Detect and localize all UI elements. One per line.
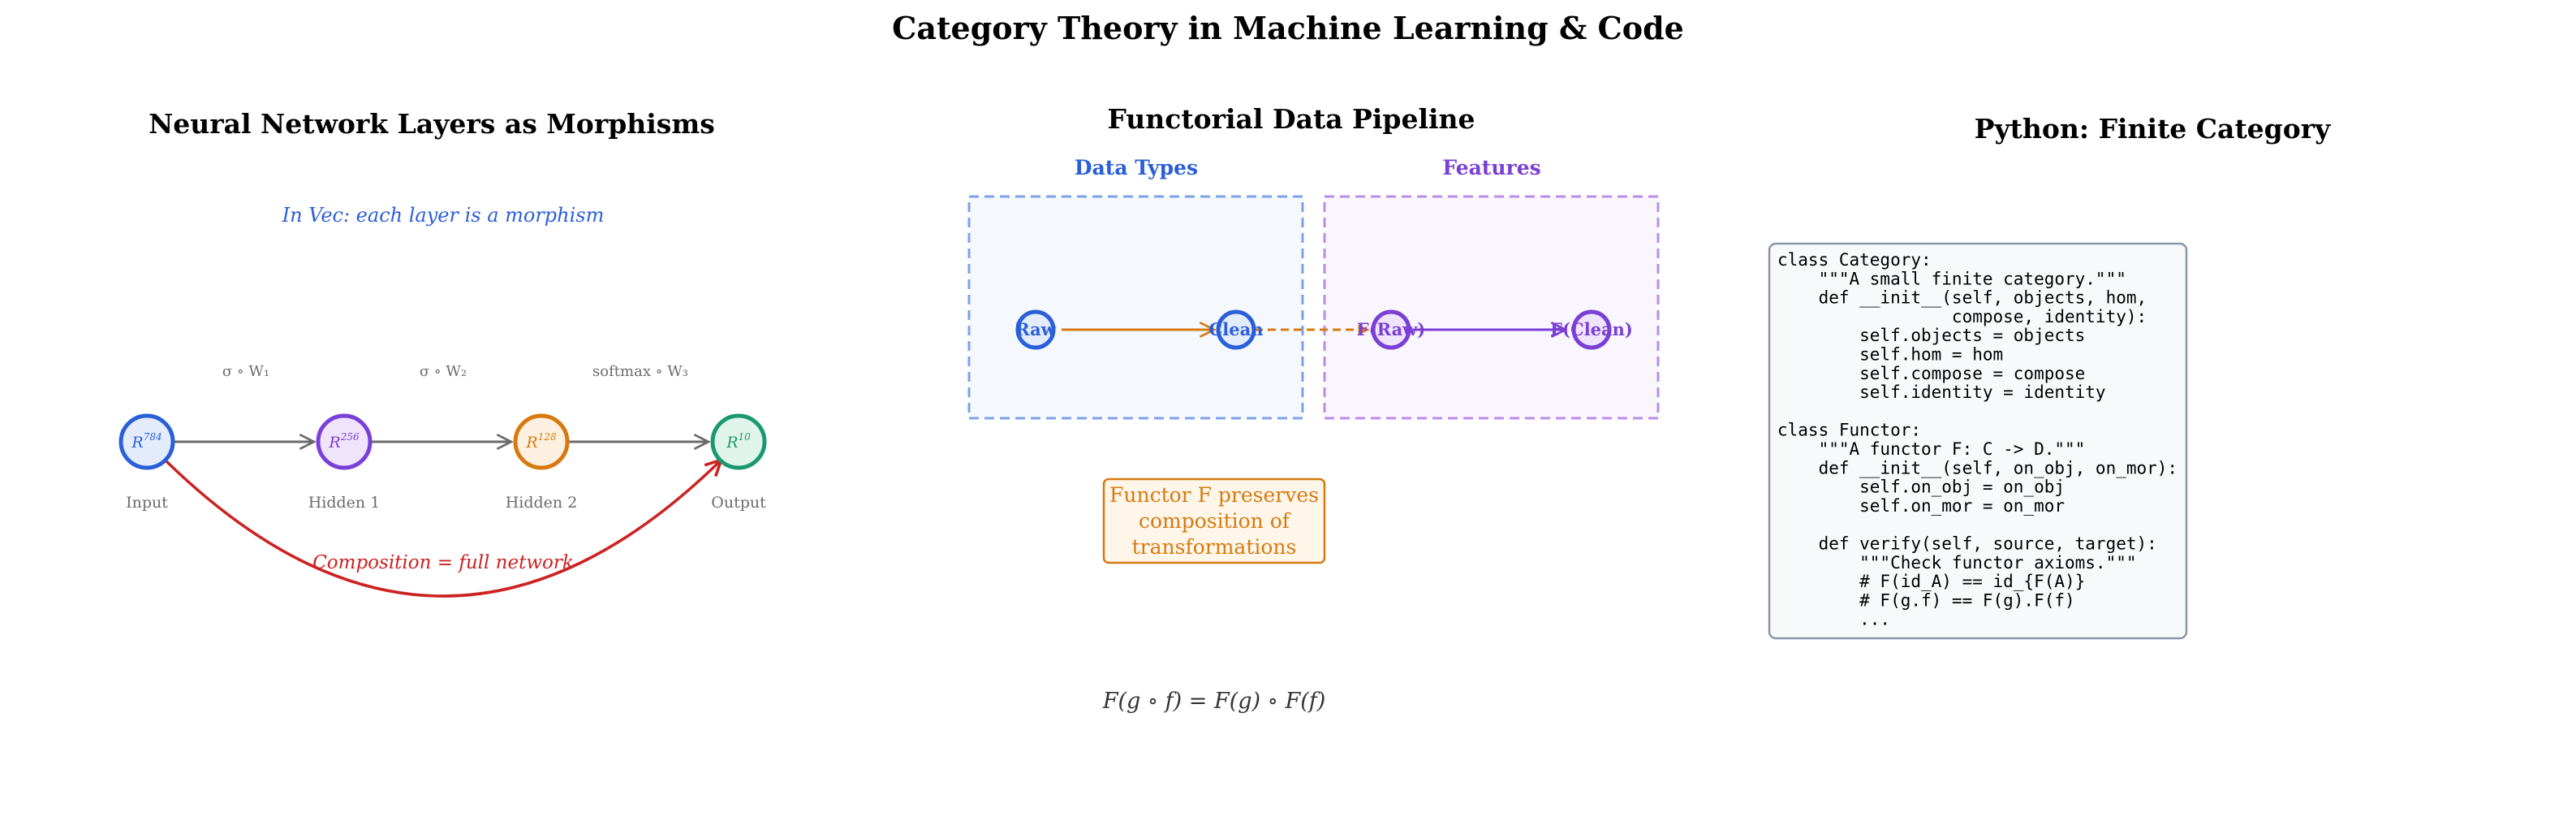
layer-edge-label-2: σ ∘ W₂ [420, 363, 467, 380]
neural-subtitle: In Vec: each layer is a morphism [282, 204, 605, 227]
code-lines: class Category: """A small finite catego… [1777, 250, 2178, 629]
code-panel-title: Python: Finite Category [1975, 113, 2331, 145]
pipeline-node-f-clean: F(Clean) [1550, 309, 1633, 350]
code-line: self.on_mor = on_mor [1777, 496, 2065, 516]
functor-note-line-2: composition of [1139, 509, 1291, 533]
layer-edge-label-1: σ ∘ W₁ [222, 363, 269, 380]
pipeline-node-label: Raw [1015, 319, 1057, 339]
neural-panel: Neural Network Layers as Morphisms In Ve… [118, 108, 767, 598]
code-line: def __init__(self, objects, hom, [1777, 288, 2147, 308]
group-box-features [1323, 195, 1660, 420]
pipeline-panel-title: Functorial Data Pipeline [1107, 103, 1475, 135]
main-title: Category Theory in Machine Learning & Co… [892, 10, 1684, 46]
code-line: def __init__(self, on_obj, on_mor): [1777, 458, 2178, 477]
layer-node-dim: 128 [538, 431, 557, 443]
composition-label: Composition = full network [312, 552, 574, 573]
code-block [1768, 242, 2188, 640]
pipeline-node-label: F(Raw) [1357, 319, 1425, 339]
layer-node-label: Output [711, 494, 766, 512]
layer-node-label: Input [126, 494, 168, 512]
code-line: self.identity = identity [1777, 382, 2106, 402]
layer-node-label: Hidden 1 [308, 494, 381, 512]
code-line: # F(g.f) == F(g).F(f) [1777, 590, 2075, 610]
layer-node-input: R784 Input [118, 413, 175, 512]
code-line: def verify(self, source, target): [1777, 534, 2157, 554]
pipeline-node-label: F(Clean) [1550, 319, 1633, 339]
layer-edge-label-3: softmax ∘ W₃ [592, 363, 688, 380]
layer-node-label: Hidden 2 [506, 494, 578, 512]
code-line: self.compose = compose [1777, 364, 2085, 383]
pipeline-node-clean: Clean [1209, 309, 1264, 350]
pipeline-node-label: Clean [1209, 319, 1264, 339]
layer-node-dim: 10 [739, 431, 752, 443]
code-line: compose, identity): [1777, 307, 2147, 326]
pipeline-node-raw: Raw [1015, 309, 1057, 350]
code-line: class Functor: [1777, 421, 1921, 440]
code-line: """Check functor axioms.""" [1777, 553, 2137, 573]
code-line: self.on_obj = on_obj [1777, 477, 2065, 497]
composition-arc [165, 461, 720, 598]
code-line: """A small finite category.""" [1777, 269, 2126, 288]
layer-node-dim: 256 [340, 431, 360, 443]
code-line: ... [1777, 610, 1890, 629]
group-box-data-types [967, 195, 1304, 420]
layer-node-output: R10 Output [710, 413, 767, 512]
code-line: self.objects = objects [1777, 326, 2085, 345]
layer-node-dim: 784 [144, 431, 162, 443]
group-title-features: Features [1442, 156, 1540, 179]
functor-note-line-3: transformations [1132, 535, 1297, 559]
code-line: class Category: [1777, 250, 1932, 270]
pipeline-panel: Functorial Data Pipeline Data Types Feat… [967, 103, 1660, 714]
neural-panel-title: Neural Network Layers as Morphisms [149, 108, 715, 140]
functor-note-line-1: Functor F preserves [1109, 483, 1319, 507]
pipeline-node-f-raw: F(Raw) [1357, 309, 1425, 350]
code-line: """A functor F: C -> D.""" [1777, 439, 2085, 459]
functor-note-box [1102, 477, 1326, 564]
code-line: self.hom = hom [1777, 345, 2003, 365]
layer-node-hidden-2: R128 Hidden 2 [506, 413, 578, 512]
layer-node-hidden-1: R256 Hidden 1 [308, 413, 381, 512]
code-panel: Python: Finite Category class Category: … [1768, 113, 2331, 640]
functor-equation: F(g ∘ f) = F(g) ∘ F(f) [1102, 689, 1326, 714]
group-title-data-types: Data Types [1075, 156, 1198, 179]
code-line: # F(id_A) == id_{F(A)} [1777, 572, 2085, 591]
